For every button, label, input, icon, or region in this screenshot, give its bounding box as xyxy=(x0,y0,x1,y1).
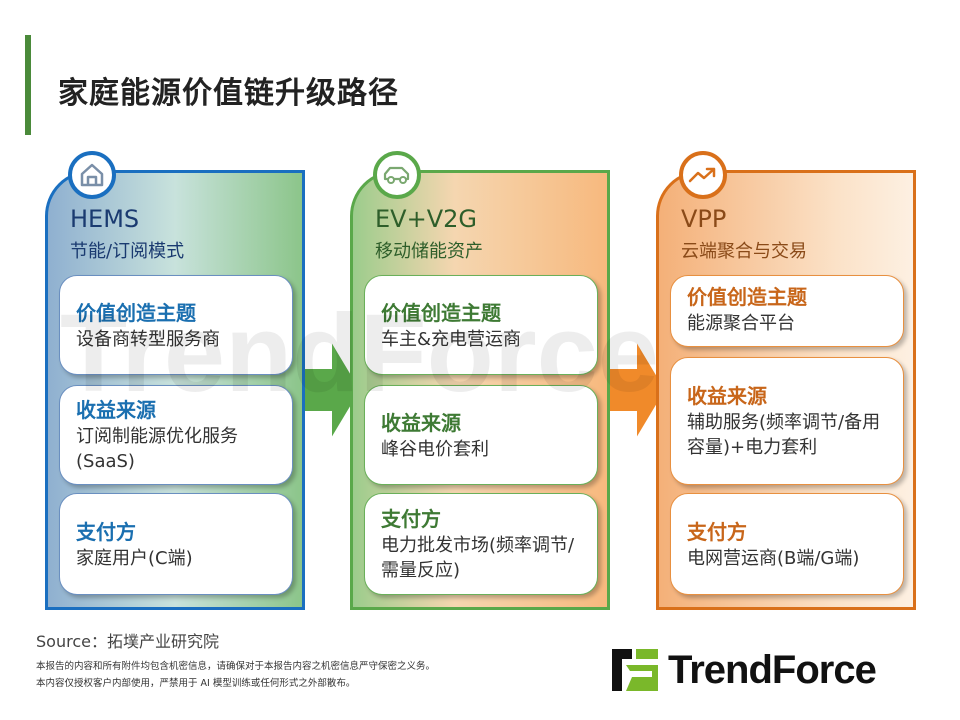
card-payer: 支付方家庭用户(C端) xyxy=(59,493,293,595)
trendforce-logo: TrendForce xyxy=(612,647,877,693)
card-body: 设备商转型服务商 xyxy=(76,328,220,350)
card-body: 峰谷电价套利 xyxy=(381,438,489,460)
card-body: 能源聚合平台 xyxy=(687,312,795,334)
panel-subtitle: 节能/订阅模式 xyxy=(70,241,185,262)
logo-text: TrendForce xyxy=(668,647,877,692)
card-revenue: 收益来源订阅制能源优化服务(SaaS) xyxy=(59,385,293,485)
card-value: 价值创造主题能源聚合平台 xyxy=(670,275,904,347)
source-text: Source：拓墣产业研究院 xyxy=(36,632,219,651)
card-body: 辅助服务(频率调节/备用容量)+电力套利 xyxy=(687,412,881,458)
card-title: 收益来源 xyxy=(381,410,461,435)
card-payer: 支付方电力批发市场(频率调节/需量反应) xyxy=(364,493,598,595)
card-title: 价值创造主题 xyxy=(76,300,196,325)
card-body: 车主&充电营运商 xyxy=(381,328,522,350)
panel-heading: HEMS xyxy=(70,205,140,233)
card-body: 电力批发市场(频率调节/需量反应) xyxy=(381,535,575,581)
home-icon xyxy=(68,151,116,199)
card-body: 家庭用户(C端) xyxy=(76,547,193,569)
card-title: 价值创造主题 xyxy=(687,284,807,309)
card-title: 收益来源 xyxy=(687,384,767,408)
trendforce-logo-mark-icon xyxy=(612,649,658,691)
panel-heading: VPP xyxy=(681,205,727,233)
card-title: 收益来源 xyxy=(76,398,156,422)
arrow-right-icon xyxy=(303,340,363,440)
card-value: 价值创造主题设备商转型服务商 xyxy=(59,275,293,375)
panel-heading: EV+V2G xyxy=(375,205,477,233)
card-title: 支付方 xyxy=(381,507,441,531)
arrow-right-icon xyxy=(608,340,668,440)
car-icon xyxy=(373,151,421,199)
card-title: 支付方 xyxy=(76,519,136,544)
accent-bar xyxy=(25,35,31,135)
card-revenue: 收益来源峰谷电价套利 xyxy=(364,385,598,485)
disclaimer-line: 本内容仅授权客户内部使用，严禁用于 AI 模型训练或任何形式之外部散布。 xyxy=(36,678,356,689)
panel-ev-v2g: EV+V2G 移动储能资产 价值创造主题车主&充电营运商 收益来源峰谷电价套利 … xyxy=(350,151,610,610)
card-title: 支付方 xyxy=(687,519,747,544)
card-revenue: 收益来源辅助服务(频率调节/备用容量)+电力套利 xyxy=(670,357,904,485)
panel-hems: HEMS 节能/订阅模式 价值创造主题设备商转型服务商 收益来源订阅制能源优化服… xyxy=(45,151,305,610)
panel-subtitle: 云端聚合与交易 xyxy=(681,241,807,262)
card-body: 订阅制能源优化服务(SaaS) xyxy=(76,426,238,472)
panel-vpp: VPP 云端聚合与交易 价值创造主题能源聚合平台 收益来源辅助服务(频率调节/备… xyxy=(656,151,916,610)
panel-subtitle: 移动储能资产 xyxy=(375,241,483,262)
disclaimer-line: 本报告的内容和所有附件均包含机密信息，请确保对于本报告内容之机密信息严守保密之义… xyxy=(36,661,436,672)
card-payer: 支付方电网营运商(B端/G端) xyxy=(670,493,904,595)
trend-up-icon xyxy=(679,151,727,199)
card-value: 价值创造主题车主&充电营运商 xyxy=(364,275,598,375)
card-body: 电网营运商(B端/G端) xyxy=(687,547,860,569)
card-title: 价值创造主题 xyxy=(381,300,501,325)
page-title: 家庭能源价值链升级路径 xyxy=(58,76,399,111)
